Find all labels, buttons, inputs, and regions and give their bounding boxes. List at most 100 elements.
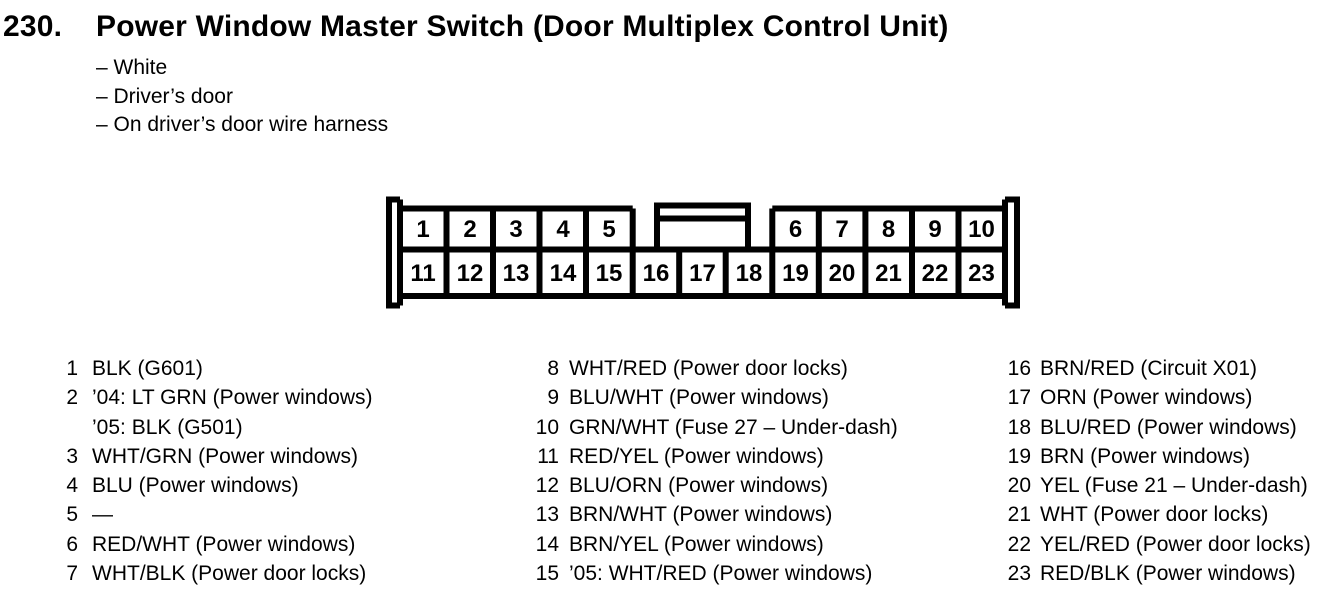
pin-row: 21 WHT (Power door locks) (970, 500, 1311, 529)
pin-number: 6 (66, 532, 78, 556)
pin-number: 7 (66, 562, 78, 586)
pin-description: WHT/GRN (Power windows) (92, 444, 359, 468)
pin-cell-label: 21 (875, 260, 902, 287)
connector-latch (654, 202, 751, 250)
pin-cell-label: 14 (550, 260, 577, 287)
pin-cell-label: 13 (503, 260, 530, 287)
connector-diagram: 1 2 3 4 5 6 7 8 9 10 11 12 13 14 15 16 1… (386, 196, 1020, 309)
pin-description: YEL/RED (Power door locks) (1040, 532, 1311, 556)
pin-description: YEL (Fuse 21 – Under-dash) (1040, 474, 1308, 498)
pin-cell-label: 5 (602, 216, 615, 243)
pin-row: 7 WHT/BLK (Power door locks) (52, 559, 372, 588)
pin-cell-label: 8 (882, 216, 895, 243)
pin-description: BLU (Power windows) (92, 474, 299, 498)
pin-cell-label: 16 (643, 260, 670, 287)
pin-cell-label: 20 (829, 260, 856, 287)
pin-number: 21 (1007, 503, 1031, 527)
pin-cell-label: 12 (457, 260, 484, 287)
pin-cell-label: 2 (463, 216, 476, 243)
connector-notes: – White – Driver’s door – On driver’s do… (96, 54, 388, 140)
pin-cell-label: 22 (922, 260, 949, 287)
pin-number: 4 (66, 474, 78, 498)
pin-description: BLU/RED (Power windows) (1040, 415, 1297, 439)
pin-number: 19 (1007, 444, 1031, 468)
pin-description: WHT/BLK (Power door locks) (92, 562, 367, 586)
pin-number: 18 (1007, 415, 1031, 439)
pin-description: ’04: LT GRN (Power windows) (92, 386, 373, 410)
pin-cell-label: 4 (556, 216, 570, 243)
pin-number: 8 (547, 357, 559, 380)
pin-description: WHT (Power door locks) (1040, 503, 1269, 527)
pin-description: BLU/ORN (Power windows) (569, 474, 829, 498)
pin-description: BRN/YEL (Power windows) (569, 532, 824, 556)
pin-description: BRN (Power windows) (1040, 444, 1251, 468)
pin-cell-label: 23 (968, 260, 995, 287)
pin-row: 4 BLU (Power windows) (52, 471, 372, 500)
connector-cell-dividers (443, 208, 962, 296)
pin-number: 16 (1007, 357, 1031, 380)
pin-description: RED/BLK (Power windows) (1040, 562, 1296, 586)
pin-cell-label: 18 (736, 260, 763, 287)
pin-cell-label: 7 (835, 216, 848, 243)
pin-description: BRN/WHT (Power windows) (569, 503, 833, 527)
pin-row: 11 RED/YEL (Power windows) (500, 442, 898, 471)
pin-description: BRN/RED (Circuit X01) (1040, 357, 1258, 380)
pin-number: 12 (535, 474, 559, 498)
pin-description: RED/WHT (Power windows) (92, 532, 356, 556)
pin-row: 3 WHT/GRN (Power windows) (52, 442, 372, 471)
connector-right-ear (1002, 196, 1020, 309)
connector-left-ear (386, 196, 403, 309)
pin-number: 10 (535, 415, 559, 439)
pin-row: 14 BRN/YEL (Power windows) (500, 530, 898, 559)
pin-number: 3 (66, 444, 78, 468)
pin-row: 17 ORN (Power windows) (970, 383, 1311, 412)
pin-cell-label: 19 (782, 260, 809, 287)
pin-list-column-1: 1 BLK (G601) 2’04: LT GRN (Power windows)… (52, 354, 372, 588)
pin-number: 5 (66, 503, 78, 527)
pin-row: 10 GRN/WHT (Fuse 27 – Under-dash) (500, 413, 898, 442)
pin-number: 11 (537, 444, 559, 468)
pin-number: 1 (66, 357, 78, 380)
pin-description: WHT/RED (Power door locks) (569, 357, 848, 380)
pin-cell-label: 1 (416, 216, 429, 243)
pin-description: BLU/WHT (Power windows) (569, 386, 829, 410)
pin-description: ’05: BLK (G501) (92, 415, 243, 439)
pin-cell-label: 9 (928, 216, 941, 243)
pin-row: 22 YEL/RED (Power door locks) (970, 530, 1311, 559)
pin-number: 15 (535, 562, 559, 586)
pin-description: GRN/WHT (Fuse 27 – Under-dash) (569, 415, 898, 439)
pin-row: 5— (52, 500, 372, 529)
pin-number: 14 (535, 532, 559, 556)
pin-row: 23 RED/BLK (Power windows) (970, 559, 1311, 588)
pin-description: BLK (G601) (92, 357, 203, 380)
pin-number: 17 (1007, 386, 1031, 410)
pin-row: 16 BRN/RED (Circuit X01) (970, 354, 1311, 383)
note-location: – Driver’s door (96, 84, 233, 108)
pin-list-column-3: 16 BRN/RED (Circuit X01) 17 ORN (Power win… (970, 354, 1311, 588)
pin-row: 19 BRN (Power windows) (970, 442, 1311, 471)
pin-description: ORN (Power windows) (1040, 386, 1253, 410)
pin-number: 20 (1007, 474, 1031, 498)
pin-cell-label: 11 (410, 260, 435, 287)
note-color: – White (96, 56, 168, 79)
pin-number: 23 (1007, 562, 1031, 586)
pin-row: 13 BRN/WHT (Power windows) (500, 500, 898, 529)
section-number: 230. (3, 10, 63, 43)
pin-row: 20 YEL (Fuse 21 – Under-dash) (970, 471, 1311, 500)
pin-row: 15’05: WHT/RED (Power windows) (500, 559, 898, 588)
pin-description: RED/YEL (Power windows) (569, 444, 824, 468)
pin-row: 2’04: LT GRN (Power windows) (52, 383, 372, 412)
pin-cell-label: 17 (689, 260, 716, 287)
pin-row: 6 RED/WHT (Power windows) (52, 530, 372, 559)
page-title: Power Window Master Switch (Door Multipl… (96, 10, 949, 43)
pin-number: 13 (535, 503, 559, 527)
pin-number: 22 (1007, 532, 1031, 556)
pin-cell-label: 3 (509, 216, 522, 243)
pin-row: 1 BLK (G601) (52, 354, 372, 383)
pin-row: 18 BLU/RED (Power windows) (970, 413, 1311, 442)
pin-cell-label: 10 (968, 216, 995, 243)
pin-cell-label: 15 (596, 260, 623, 287)
